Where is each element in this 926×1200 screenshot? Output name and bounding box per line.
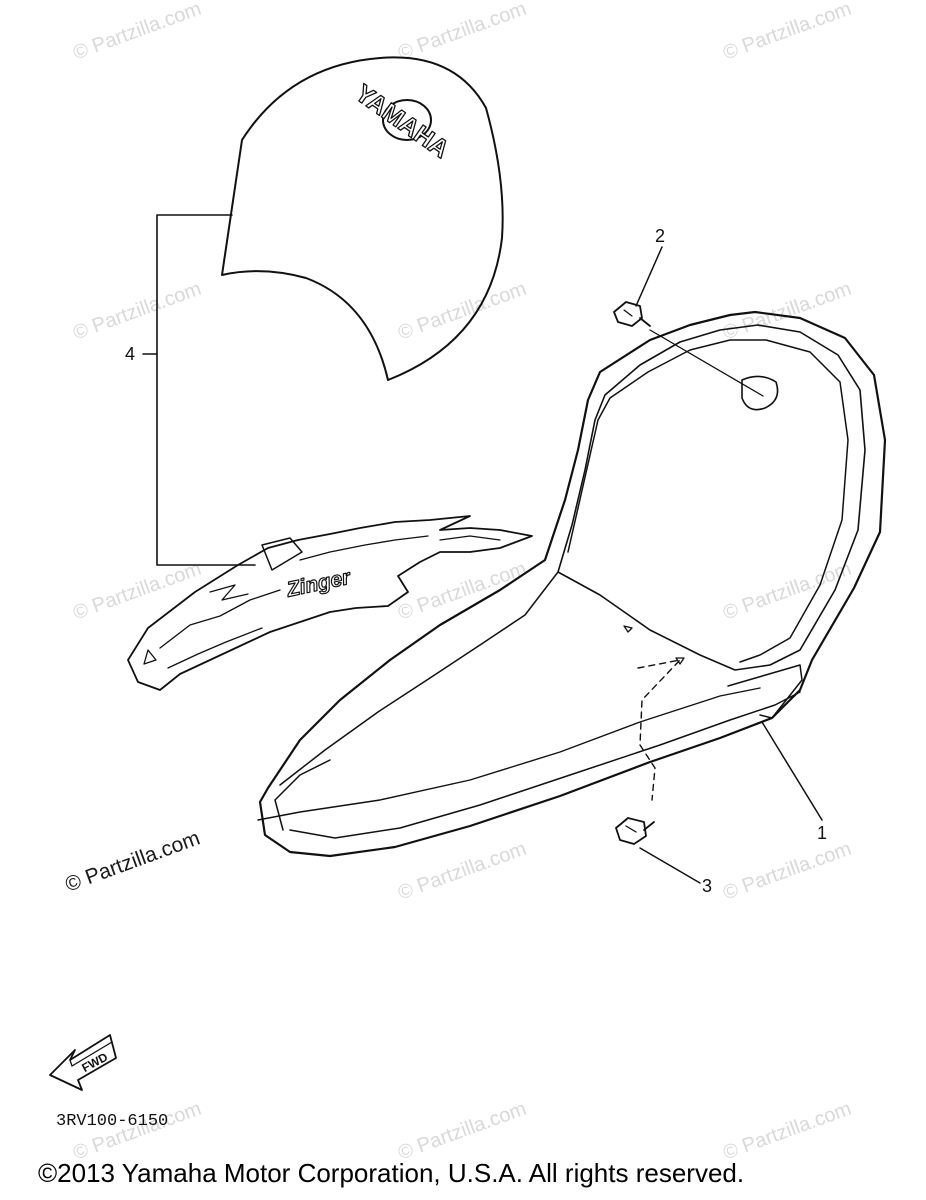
seat-decal-top: YAMAHA	[221, 56, 504, 381]
part-code: 3RV100-6150	[56, 1112, 169, 1131]
leader-line-1	[761, 721, 823, 821]
fwd-arrow-icon: FWD	[49, 1034, 117, 1091]
seat-mount-hole	[741, 375, 779, 411]
bolt-top	[613, 301, 651, 327]
zinger-logo: Zinger	[284, 565, 354, 601]
bolt-path-top	[649, 329, 764, 397]
bolt-bottom	[615, 817, 655, 845]
side-decal-graphic: Zinger	[127, 515, 533, 691]
bracket-line	[156, 214, 256, 566]
copyright-notice: ©2013 Yamaha Motor Corporation, U.S.A. A…	[38, 1158, 745, 1188]
callout-4: 4	[125, 344, 136, 364]
callout-1: 1	[817, 823, 828, 843]
decal-hole	[382, 99, 432, 141]
seat	[257, 310, 887, 858]
leader-line-3	[639, 847, 701, 884]
yamaha-logo: YAMAHA	[350, 79, 454, 164]
leader-line-2	[635, 246, 663, 307]
callout-2: 2	[655, 226, 666, 246]
callout-3: 3	[702, 876, 713, 896]
